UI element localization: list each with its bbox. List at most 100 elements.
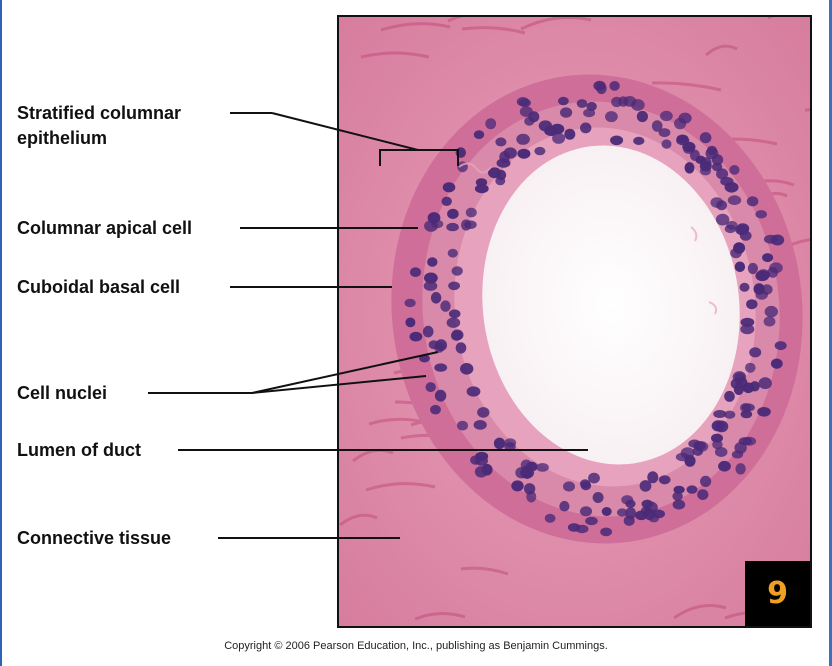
cell-nucleus: [672, 499, 686, 510]
cell-nucleus: [441, 196, 452, 206]
epithelium-bracket: [379, 149, 459, 166]
cell-nucleus: [705, 147, 719, 160]
cell-nucleus: [633, 136, 645, 145]
cell-nucleus: [710, 197, 724, 208]
cell-nucleus: [518, 98, 531, 108]
cell-nucleus: [442, 182, 456, 193]
cell-nucleus: [711, 433, 723, 443]
cell-nucleus: [424, 272, 438, 284]
cell-nucleus: [651, 120, 663, 132]
cell-nucleus: [714, 447, 728, 457]
cell-nucleus: [427, 212, 441, 224]
cell-nucleus: [755, 210, 767, 219]
micrograph-illustration: [339, 17, 810, 626]
cell-nucleus: [409, 331, 423, 342]
cell-nucleus: [625, 499, 636, 508]
connective-fiber: [520, 17, 592, 31]
frame-border-left: [0, 0, 2, 666]
cell-nucleus: [435, 339, 447, 352]
connective-fiber: [365, 482, 436, 492]
cell-nucleus: [446, 222, 459, 232]
cell-nucleus: [713, 410, 727, 418]
cell-nucleus: [636, 110, 648, 123]
cell-nucleus: [496, 169, 507, 181]
cell-nucleus: [749, 381, 760, 392]
label-connective-tissue: Connective tissue: [17, 528, 172, 548]
cell-nucleus: [534, 146, 546, 156]
cell-nucleus: [448, 281, 460, 291]
cell-nucleus: [764, 305, 778, 318]
cell-nucleus: [410, 267, 421, 277]
cell-nucleus: [746, 299, 758, 310]
cell-nucleus: [422, 325, 434, 338]
cell-nucleus: [404, 298, 416, 308]
connective-fiber: [447, 17, 503, 23]
connective-fiber: [461, 26, 526, 35]
connective-fiber: [380, 22, 451, 32]
cell-nucleus: [575, 524, 589, 534]
cell-nucleus: [745, 362, 756, 373]
cell-nucleus: [448, 309, 461, 319]
cell-nucleus: [652, 509, 665, 519]
cell-nucleus: [732, 371, 747, 383]
cell-nucleus: [763, 316, 776, 327]
frame-border-right: [829, 0, 832, 666]
cell-nucleus: [586, 101, 597, 111]
connective-fiber: [360, 51, 430, 59]
cell-nucleus: [733, 242, 746, 254]
cell-nucleus: [610, 135, 624, 146]
cell-nucleus: [715, 420, 729, 433]
cell-nucleus: [517, 148, 531, 159]
cell-nucleus: [631, 99, 645, 111]
cell-nucleus: [658, 128, 671, 138]
cell-nucleus: [515, 467, 528, 479]
cell-nucleus: [504, 442, 516, 452]
cell-nucleus: [724, 410, 736, 419]
cell-nucleus: [503, 147, 517, 159]
cell-nucleus: [770, 358, 783, 369]
figure-number: 9: [767, 576, 788, 611]
connective-fiber: [804, 108, 810, 112]
connective-fiber: [651, 81, 722, 92]
cell-nucleus: [715, 213, 730, 226]
cell-nucleus: [564, 128, 576, 140]
cell-nucleus: [475, 178, 488, 187]
cell-nucleus: [544, 513, 556, 523]
label-lumen-of-duct: Lumen of duct: [17, 440, 141, 460]
leader-cell-nuclei-lower: [251, 375, 427, 394]
connective-fiber: [673, 604, 727, 620]
cell-nucleus: [457, 420, 468, 431]
cell-nucleus: [749, 347, 762, 358]
cell-nucleus: [746, 196, 759, 207]
cell-nucleus: [447, 208, 459, 219]
cell-nucleus: [609, 81, 620, 91]
cell-nucleus: [686, 485, 698, 494]
cell-nucleus: [761, 284, 773, 295]
cell-nucleus: [405, 317, 416, 328]
cell-nucleus: [605, 111, 618, 123]
connective-fiber: [705, 44, 738, 57]
cell-nucleus: [695, 441, 709, 452]
cell-nucleus: [446, 317, 461, 328]
cell-nucleus: [430, 292, 442, 304]
cell-nucleus: [495, 137, 507, 147]
cell-nucleus: [560, 107, 573, 118]
cell-nucleus: [616, 508, 628, 517]
cell-nucleus: [434, 389, 447, 402]
label-cuboidal-basal-cell: Cuboidal basal cell: [17, 277, 181, 297]
cell-nucleus: [473, 420, 487, 430]
cell-nucleus: [460, 363, 474, 375]
cell-nucleus: [580, 122, 592, 134]
cell-nucleus: [526, 490, 537, 503]
cell-nucleus: [434, 363, 448, 372]
cell-nucleus: [427, 257, 438, 267]
cell-nucleus: [769, 262, 783, 274]
label-cell-nuclei: Cell nuclei: [17, 383, 108, 403]
cell-nucleus: [700, 166, 711, 176]
copyright-notice: Copyright © 2006 Pearson Education, Inc.…: [224, 640, 608, 652]
cell-nucleus: [526, 461, 538, 472]
cell-nucleus: [661, 139, 672, 149]
cell-nucleus: [740, 317, 755, 327]
cell-nucleus: [461, 219, 472, 231]
